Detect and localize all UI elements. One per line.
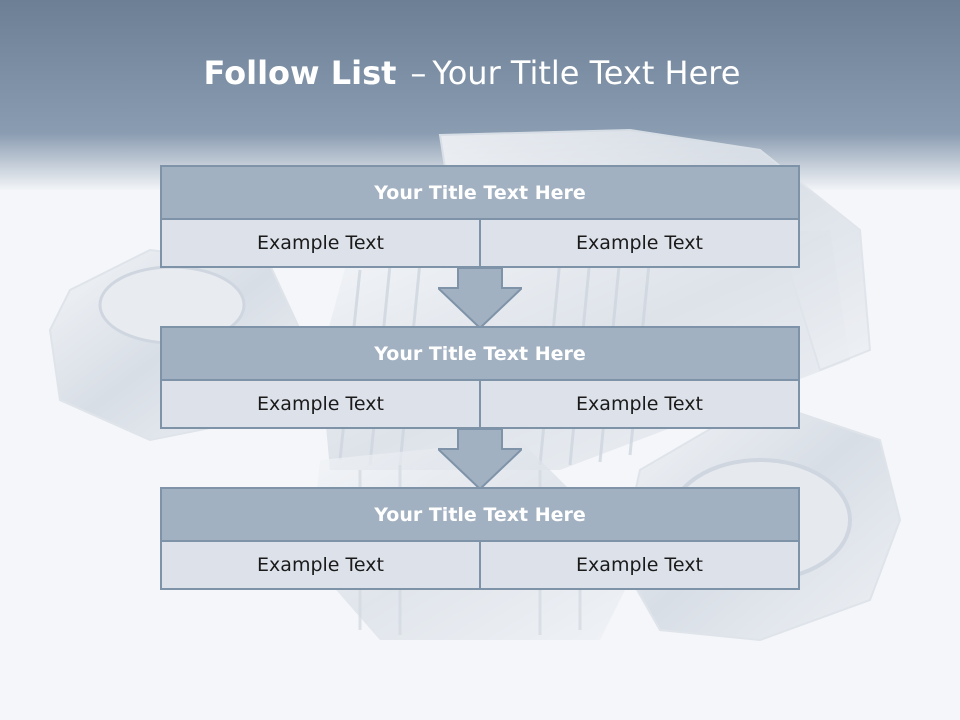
- down-arrow-2: [438, 429, 522, 489]
- block-cell-right: Example Text: [479, 379, 800, 429]
- block-cell-left: Example Text: [160, 218, 481, 268]
- block-title: Your Title Text Here: [160, 165, 800, 220]
- down-arrow-1: [438, 268, 522, 328]
- list-block-2: Your Title Text Here Example Text Exampl…: [160, 326, 800, 429]
- block-title: Your Title Text Here: [160, 326, 800, 381]
- slide-title-subtitle: Your Title Text Here: [432, 54, 741, 92]
- list-block-3: Your Title Text Here Example Text Exampl…: [160, 487, 800, 590]
- block-row: Example Text Example Text: [160, 540, 800, 590]
- slide-title-dash: –: [410, 54, 427, 92]
- block-cell-right: Example Text: [479, 540, 800, 590]
- block-title: Your Title Text Here: [160, 487, 800, 542]
- list-block-1: Your Title Text Here Example Text Exampl…: [160, 165, 800, 268]
- block-cell-left: Example Text: [160, 540, 481, 590]
- slide-title-main: Follow List: [203, 54, 397, 92]
- block-cell-left: Example Text: [160, 379, 481, 429]
- block-cell-right: Example Text: [479, 218, 800, 268]
- block-row: Example Text Example Text: [160, 379, 800, 429]
- slide-title: Follow List–Your Title Text Here: [0, 54, 944, 92]
- block-row: Example Text Example Text: [160, 218, 800, 268]
